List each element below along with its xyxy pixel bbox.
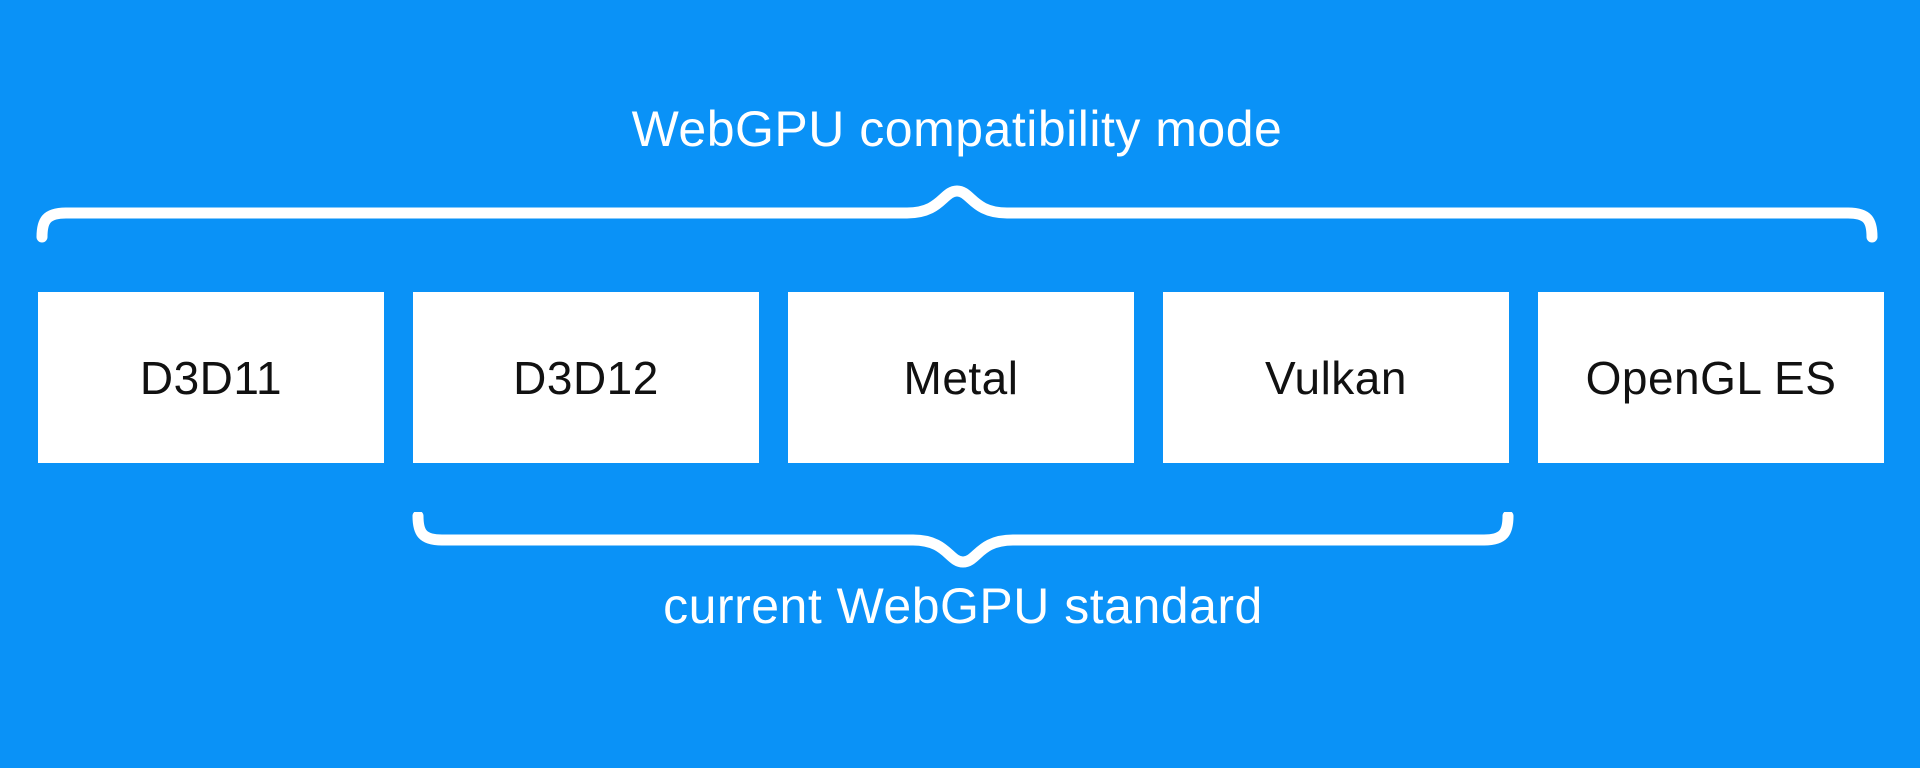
api-box-d3d11: D3D11 <box>38 292 384 463</box>
api-box-label: D3D12 <box>513 351 659 404</box>
api-box-metal: Metal <box>788 292 1134 463</box>
bottom-brace-label: current WebGPU standard <box>663 578 1263 634</box>
api-box-label: OpenGL ES <box>1585 351 1837 404</box>
bottom-brace-icon <box>412 512 1514 568</box>
api-box-opengl-es: OpenGL ES <box>1538 292 1884 463</box>
api-box-label: D3D11 <box>139 351 283 404</box>
top-brace-icon <box>36 185 1878 243</box>
api-box-vulkan: Vulkan <box>1163 292 1509 463</box>
api-box-label: Vulkan <box>1265 351 1407 404</box>
api-box-d3d12: D3D12 <box>413 292 759 463</box>
api-box-label: Metal <box>903 351 1019 404</box>
api-boxes-row: D3D11 D3D12 Metal Vulkan OpenGL ES <box>38 292 1884 463</box>
top-brace-label: WebGPU compatibility mode <box>631 101 1283 157</box>
